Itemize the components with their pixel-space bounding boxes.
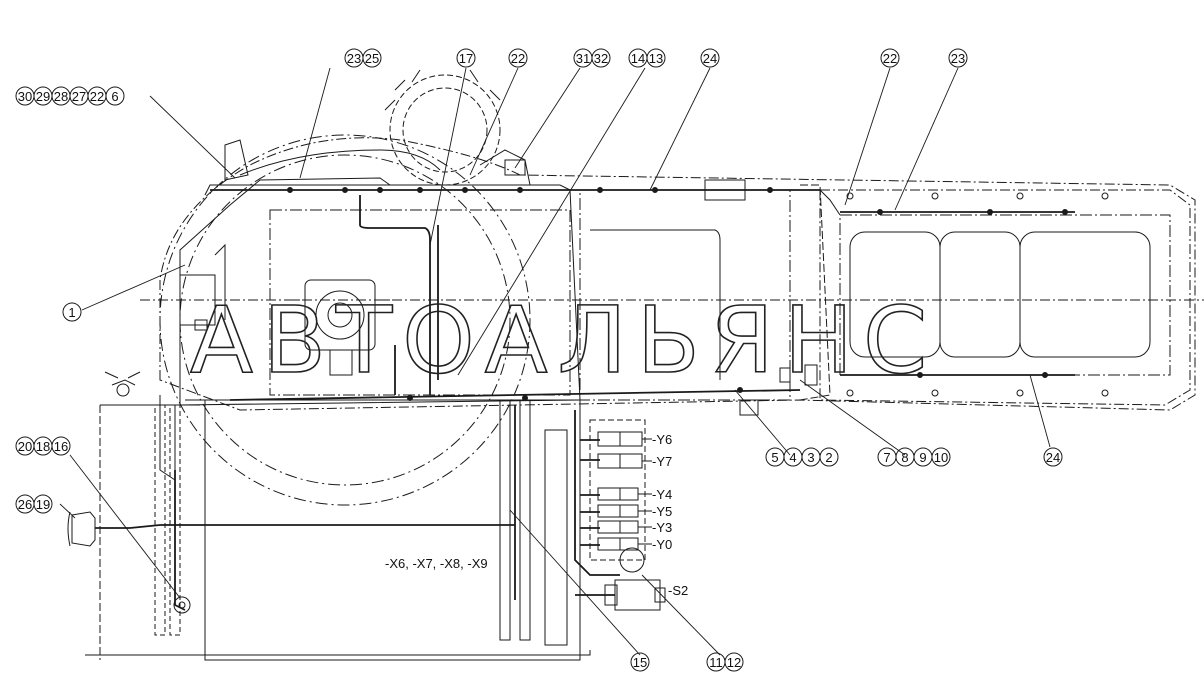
signal-y0: -Y0	[652, 537, 672, 552]
callout-number: 17	[459, 51, 473, 66]
signal-y4: -Y4	[652, 487, 672, 502]
callout-number: 22	[90, 89, 104, 104]
callout-number: 31	[576, 51, 590, 66]
turntable-frame	[85, 139, 591, 661]
callout-number: 5	[771, 450, 778, 465]
winch-drum	[384, 69, 501, 186]
callout-number: 25	[365, 51, 379, 66]
callout-number: 26	[18, 497, 32, 512]
hook-sensor	[104, 371, 191, 614]
callout-number: 22	[511, 51, 525, 66]
signal-s2: -S2	[668, 583, 688, 598]
callout-number: 23	[347, 51, 361, 66]
callout-number: 12	[727, 655, 741, 670]
signal-y6: -Y6	[652, 432, 672, 447]
watermark-text: АВТОАЛЬЯНС	[190, 287, 937, 394]
callout-number: 10	[934, 450, 948, 465]
callout-number: 30	[18, 89, 32, 104]
callout-number: 32	[594, 51, 608, 66]
valve-block	[589, 419, 666, 611]
left-cylinder	[179, 243, 226, 331]
callout-number: 19	[36, 497, 50, 512]
callout-number: 13	[649, 51, 663, 66]
signal-y5: -Y5	[652, 504, 672, 519]
callout-number: 15	[633, 655, 647, 670]
callout-number: 24	[703, 51, 717, 66]
harness-clips	[287, 187, 1068, 401]
slewing-ring	[159, 134, 531, 506]
callout-number: 6	[111, 89, 118, 104]
callout-number: 7	[883, 450, 890, 465]
rotary-joint	[290, 279, 390, 376]
signal-x-group: -X6, -X7, -X8, -X9	[385, 556, 488, 571]
callout-number: 23	[951, 51, 965, 66]
callout-number: 29	[36, 89, 50, 104]
callout-number: 14	[631, 51, 645, 66]
callout-number: 24	[1046, 450, 1060, 465]
callout-number: 18	[36, 439, 50, 454]
callout-number: 3	[807, 450, 814, 465]
signal-y7: -Y7	[652, 454, 672, 469]
callout-number: 28	[54, 89, 68, 104]
boom-pins	[739, 364, 818, 416]
signal-y3: -Y3	[652, 520, 672, 535]
callout-number: 16	[54, 439, 68, 454]
callout-number: 4	[789, 450, 796, 465]
callout-number: 20	[18, 439, 32, 454]
boom-outline	[140, 137, 1204, 411]
beacon-lamp	[67, 511, 96, 547]
callout-number: 22	[883, 51, 897, 66]
harness-lines	[95, 189, 1075, 611]
callout-number: 9	[919, 450, 926, 465]
callout-number: 2	[825, 450, 832, 465]
callout-number: 11	[709, 655, 723, 670]
callout-number: 27	[72, 89, 86, 104]
callout-circles	[15, 48, 1063, 672]
callout-number: 8	[901, 450, 908, 465]
callout-number: 1	[68, 305, 75, 320]
callout-labels: 30 29 28 27 22 6 23 25 17 22 31 32 14 13…	[18, 51, 1060, 670]
signal-labels: -Y6 -Y7 -Y4 -Y5 -Y3 -Y0 -S2 -X6, -X7, -X…	[385, 432, 688, 598]
leader-lines	[59, 67, 1051, 656]
